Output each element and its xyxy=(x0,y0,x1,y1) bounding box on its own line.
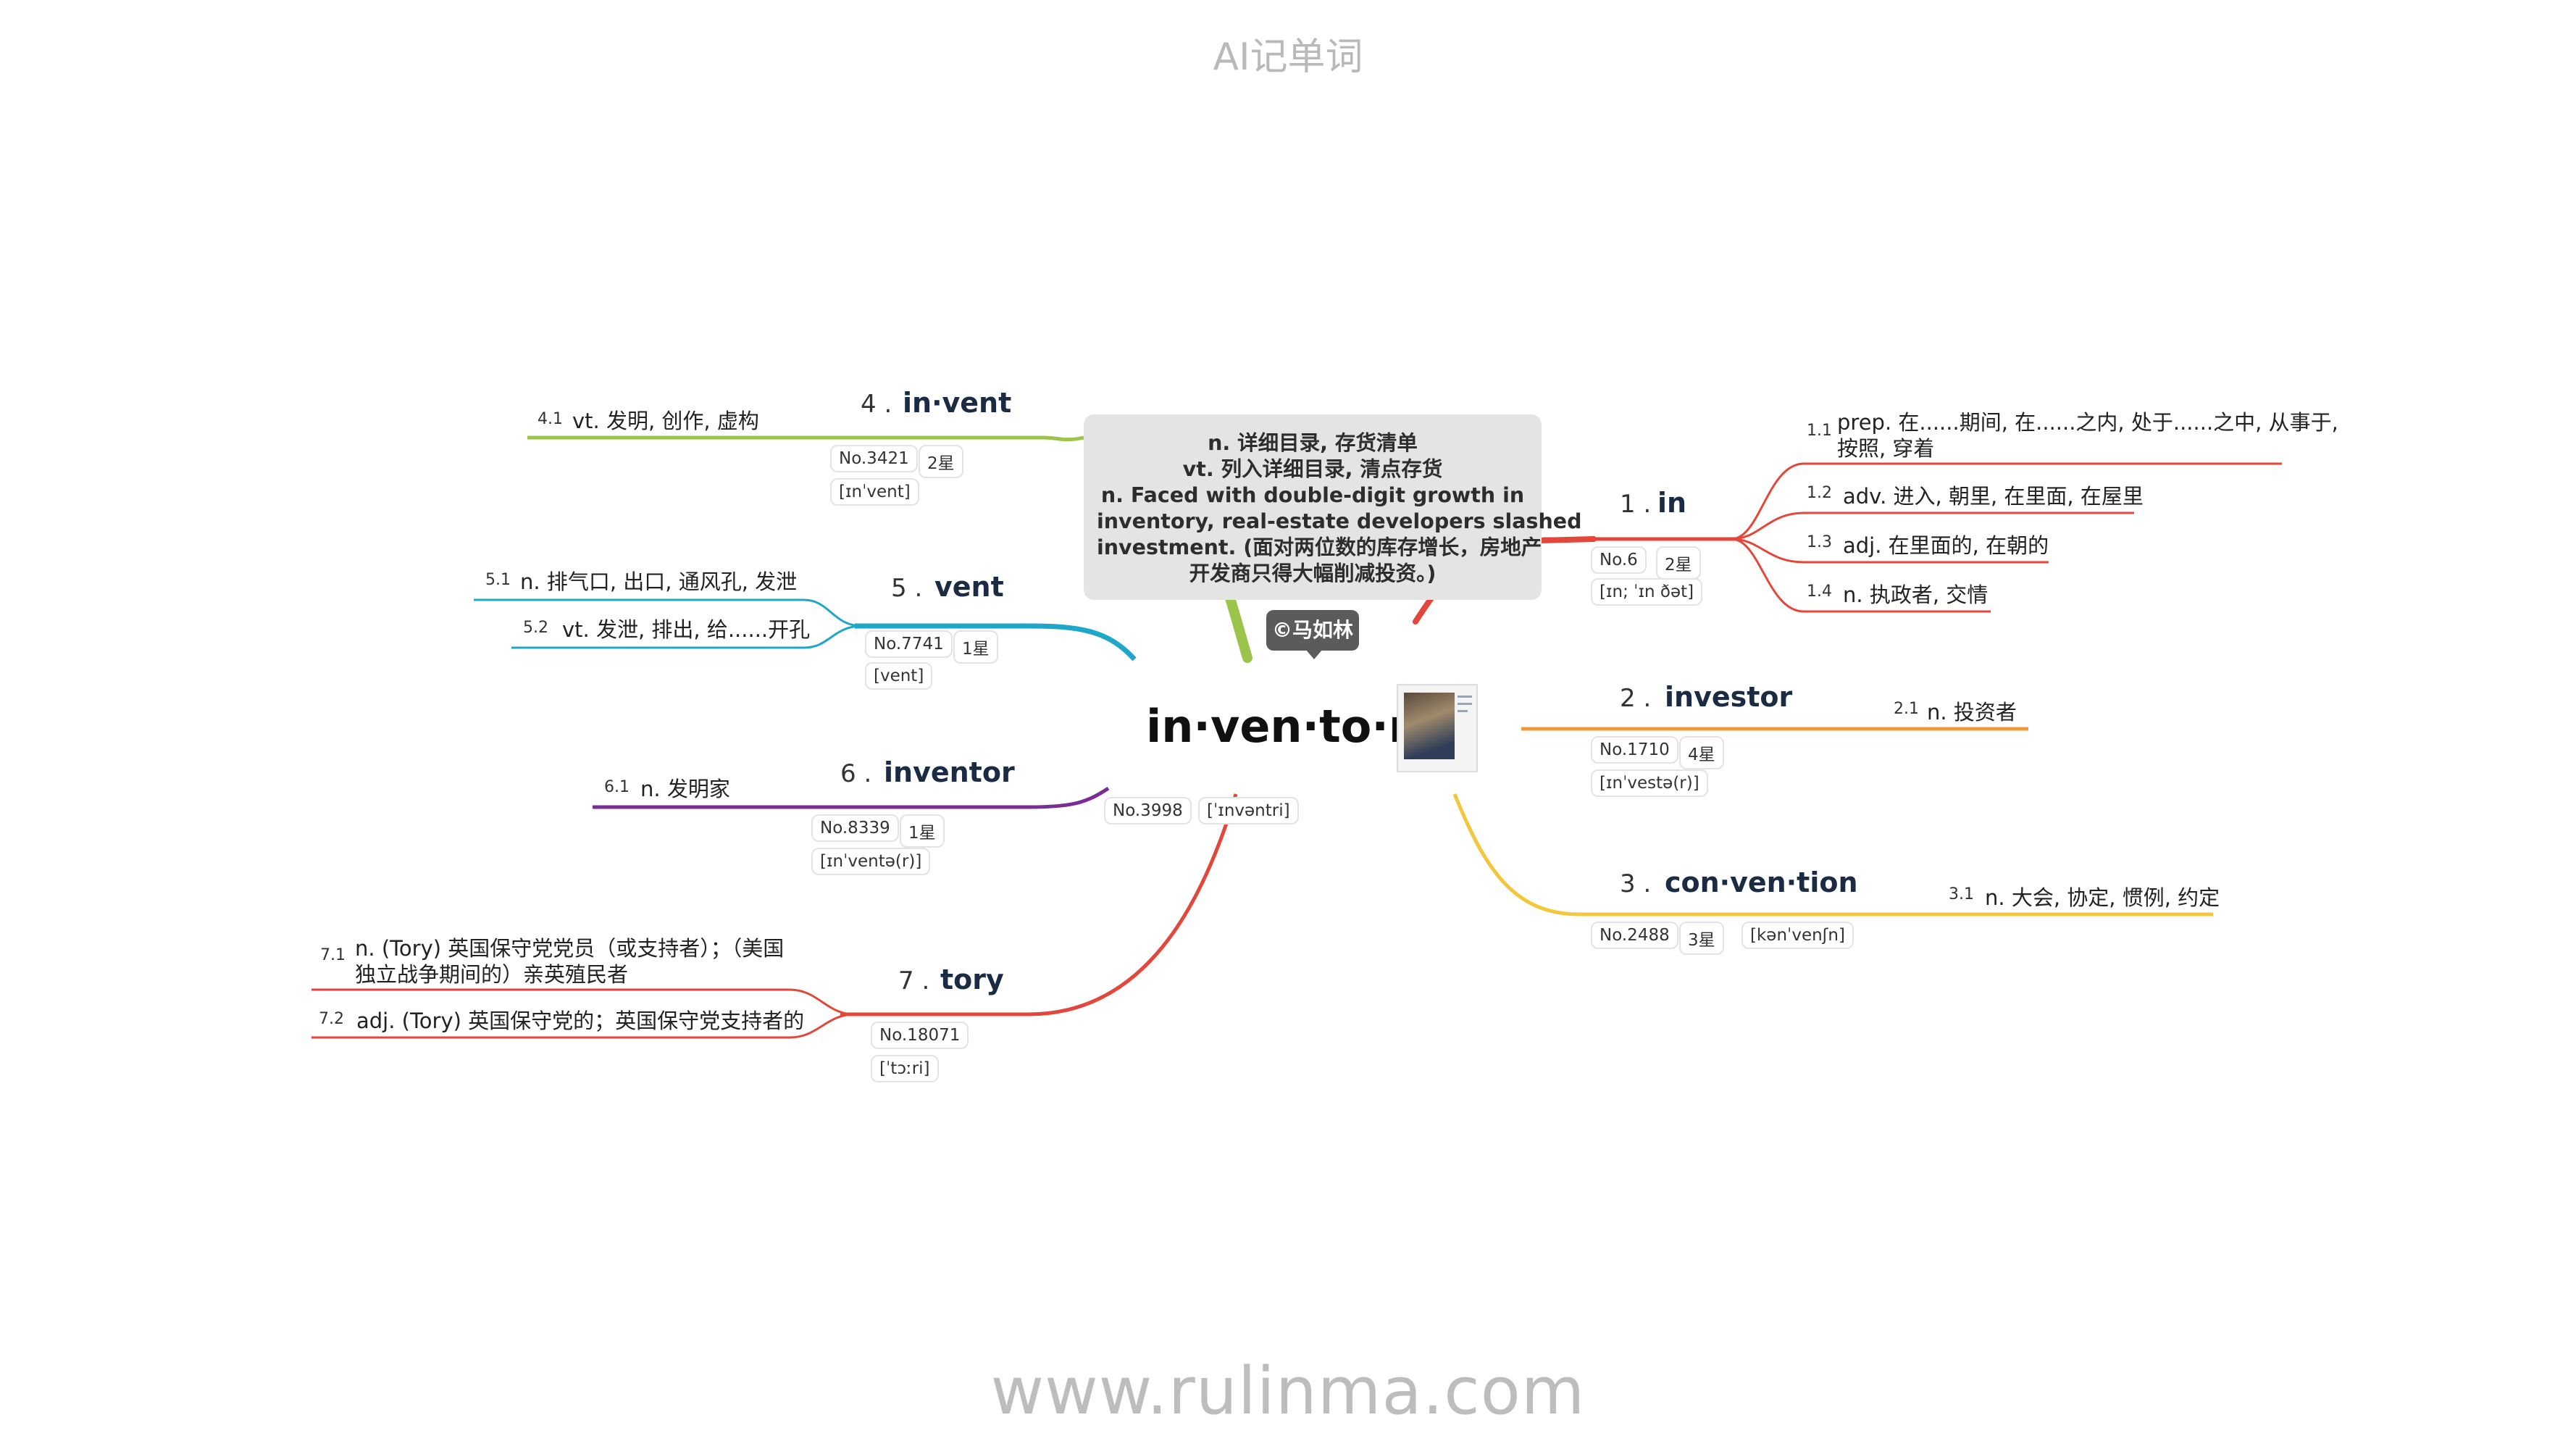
branch-2-phonetic-tag: [ɪnˈvestə(r)] xyxy=(1591,769,1708,797)
center-phonetic-tag: [ˈɪnvəntri] xyxy=(1198,797,1299,824)
branch-2-word[interactable]: investor xyxy=(1665,681,1793,713)
definition-tooltip: n. 详细目录, 存货清单 vt. 列入详细目录, 清点存货 n. Faced … xyxy=(1084,414,1582,600)
center-word[interactable]: in·ven·to·ry xyxy=(1146,700,1440,753)
def-7-1-text: 独立战争期间的）亲英殖民者 xyxy=(355,962,629,987)
author-badge: ©马如林 xyxy=(1266,610,1359,651)
connector-branch-5 xyxy=(855,623,1137,661)
branch-3-number: 3 . xyxy=(1620,869,1652,898)
branch-3-stars-tag: 3星 xyxy=(1679,922,1724,955)
branch-2-rank-tag: No.1710 xyxy=(1591,736,1678,764)
def-5-1-text: n. 排气口, 出口, 通风孔, 发泄 xyxy=(520,569,798,594)
tooltip-line: investment. (面对两位数的库存增长，房地产 xyxy=(1097,535,1542,559)
def-4-1-number: 4.1 xyxy=(538,410,563,428)
thumbnail-text-line xyxy=(1458,710,1468,712)
def-3-1-text: n. 大会, 协定, 惯例, 约定 xyxy=(1985,885,2220,910)
branch-5-stars-tag: 1星 xyxy=(953,630,998,664)
app-title: AI记单词 xyxy=(1213,36,1363,79)
branch-4-number: 4 . xyxy=(861,390,892,419)
tooltip-line: inventory, real-estate developers slashe… xyxy=(1097,509,1582,533)
center-rank-tag: No.3998 xyxy=(1104,797,1192,824)
connector-def-1-1 xyxy=(1731,462,2282,540)
connector-def-7-1 xyxy=(311,988,856,1016)
branch-5-word[interactable]: vent xyxy=(934,571,1004,603)
def-1-4-number: 1.4 xyxy=(1807,582,1832,601)
branch-3-rank-tag: No.2488 xyxy=(1591,922,1678,949)
branch-6-number: 6 . xyxy=(840,759,872,788)
watermark-url: www.rulinma.com xyxy=(990,1353,1586,1429)
def-1-2-text: adv. 进入, 朝里, 在里面, 在屋里 xyxy=(1843,484,2144,509)
branch-2-number: 2 . xyxy=(1620,684,1652,713)
connector-def-5-2 xyxy=(511,625,863,649)
branch-1-word[interactable]: in xyxy=(1657,487,1687,519)
branch-6-rank-tag: No.8339 xyxy=(811,814,899,842)
def-7-1-number: 7.1 xyxy=(320,946,346,964)
branch-5-number: 5 . xyxy=(891,574,923,603)
connector-def-5-1 xyxy=(474,598,863,627)
def-1-4-text: n. 执政者, 交情 xyxy=(1843,582,1989,607)
branch-3-phonetic-tag: [kənˈvenʃn] xyxy=(1741,922,1854,949)
connector-def-1-4 xyxy=(1731,538,1991,613)
def-7-2-text: adj. (Tory) 英国保守党的；英国保守党支持者的 xyxy=(356,1009,805,1033)
connector-branch-3 xyxy=(1452,793,2213,916)
connector-def-7-2 xyxy=(311,1013,856,1039)
branch-1-phonetic-tag: [ɪn; ˈɪn ðət] xyxy=(1591,578,1703,606)
def-1-3-text: adj. 在里面的, 在朝的 xyxy=(1843,533,2049,558)
branch-4-rank-tag: No.3421 xyxy=(830,445,918,472)
branch-4-word[interactable]: in·vent xyxy=(903,387,1012,419)
author-badge-pointer xyxy=(1305,649,1323,659)
branch-7-phonetic-tag: [ˈtɔːri] xyxy=(871,1055,939,1082)
branch-4-stars-tag: 2星 xyxy=(919,445,963,478)
thumbnail-text-line xyxy=(1458,703,1472,705)
def-7-2-number: 7.2 xyxy=(319,1010,344,1028)
def-4-1-text: vt. 发明, 创作, 虚构 xyxy=(572,409,759,433)
branch-1-number: 1 . xyxy=(1620,490,1652,519)
connector-def-1-2 xyxy=(1731,511,2134,540)
def-6-1-text: n. 发明家 xyxy=(640,777,730,801)
def-3-1-number: 3.1 xyxy=(1949,885,1974,903)
branch-1-rank-tag: No.6 xyxy=(1591,546,1647,574)
connector-branch-4-line xyxy=(527,435,1084,442)
def-2-1-text: n. 投资者 xyxy=(1927,700,2017,724)
def-5-2-number: 5.2 xyxy=(523,619,548,637)
tooltip-line: n. Faced with double-digit growth in xyxy=(1100,483,1525,507)
branch-5-rank-tag: No.7741 xyxy=(865,630,953,658)
tooltip-line: n. 详细目录, 存货清单 xyxy=(1208,431,1418,455)
branch-7-rank-tag: No.18071 xyxy=(871,1022,969,1049)
tooltip-line: 开发商只得大幅削减投资。) xyxy=(1189,561,1437,585)
def-1-1-number: 1.1 xyxy=(1807,422,1832,440)
branch-3-word[interactable]: con·ven·tion xyxy=(1665,867,1858,898)
def-5-1-number: 5.1 xyxy=(485,571,511,589)
def-6-1-number: 6.1 xyxy=(604,778,630,796)
branch-4-phonetic-tag: [ɪnˈvent] xyxy=(830,478,919,506)
thumbnail-photo xyxy=(1404,693,1455,759)
def-1-1-text: prep. 在......期间, 在......之内, 处于......之中, … xyxy=(1837,410,2338,435)
branch-7-word[interactable]: tory xyxy=(940,964,1004,995)
connector-def-1-3 xyxy=(1731,538,2049,564)
def-1-3-number: 1.3 xyxy=(1807,533,1832,551)
tooltip-line: vt. 列入详细目录, 清点存货 xyxy=(1182,457,1443,481)
def-1-2-number: 1.2 xyxy=(1807,484,1832,502)
connector-branch-7 xyxy=(840,793,1238,1016)
branch-7-number: 7 . xyxy=(898,966,930,995)
thumbnail-text-line xyxy=(1458,696,1472,698)
branch-6-phonetic-tag: [ɪnˈventə(r)] xyxy=(811,848,931,875)
branch-5-phonetic-tag: [vent] xyxy=(865,662,933,690)
word-thumbnail-image[interactable] xyxy=(1397,684,1478,772)
branch-1-stars-tag: 2星 xyxy=(1656,546,1701,580)
connector-branch-6 xyxy=(593,786,1110,809)
def-2-1-number: 2.1 xyxy=(1894,700,1919,718)
def-5-2-text: vt. 发泄, 排出, 给......开孔 xyxy=(562,617,811,642)
def-7-1-text: n. (Tory) 英国保守党党员（或支持者）；（美国 xyxy=(355,936,785,961)
branch-6-word[interactable]: inventor xyxy=(884,756,1015,788)
branch-6-stars-tag: 1星 xyxy=(900,814,945,848)
branch-2-stars-tag: 4星 xyxy=(1679,736,1724,769)
def-1-1-text: 按照, 穿着 xyxy=(1837,436,1935,461)
